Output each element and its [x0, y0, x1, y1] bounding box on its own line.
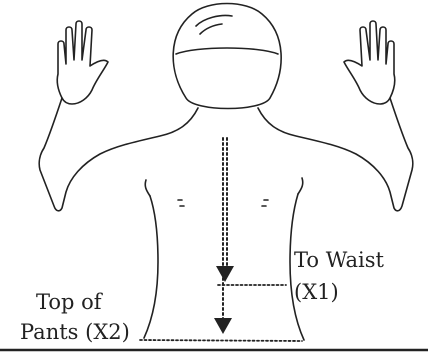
pants-top-dotted-line — [140, 340, 302, 341]
top-of-label: Top of — [36, 290, 102, 314]
right-blade-mark — [262, 200, 268, 206]
helmet-visor-line — [176, 48, 278, 54]
right-hand-outline — [344, 21, 395, 104]
to-waist-label: To Waist — [294, 248, 384, 272]
torso-left-side — [144, 196, 158, 338]
left-hand-outline — [57, 21, 108, 104]
left-armpit — [145, 180, 150, 196]
x1-label: (X1) — [294, 280, 339, 304]
pants-arrowhead — [214, 318, 232, 334]
pants-x2-label: Pants (X2) — [20, 320, 130, 344]
helmet-highlight — [196, 15, 232, 26]
left-blade-mark — [178, 200, 184, 206]
helmet-highlight-2 — [200, 24, 222, 34]
right-armpit — [298, 178, 303, 194]
helmet-outline — [173, 4, 281, 109]
body-left-outline — [39, 98, 198, 211]
waist-arrowhead — [216, 266, 234, 282]
body-right-outline — [258, 98, 413, 211]
